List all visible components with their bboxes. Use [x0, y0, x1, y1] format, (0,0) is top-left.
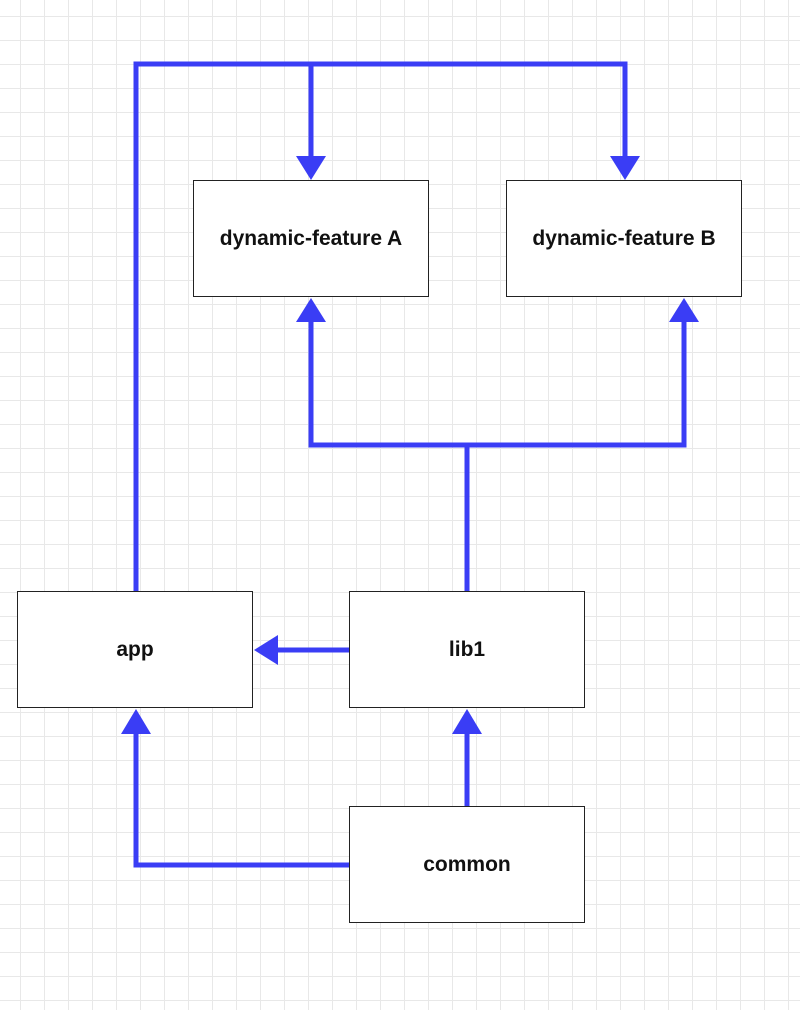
edge-app-to-dyn — [133, 61, 628, 591]
arrow-head-app-right — [254, 635, 278, 665]
arrow-head-dyn-b-bottom — [669, 298, 699, 322]
arrow-head-dyn-a-bottom — [296, 298, 326, 322]
node-label: common — [423, 852, 511, 876]
node-label: app — [116, 637, 154, 661]
arrow-head-lib1-bottom — [452, 709, 482, 734]
edge-common-to-app — [133, 732, 349, 868]
node-dynamic-feature-a: dynamic-feature A — [193, 180, 429, 297]
node-lib1: lib1 — [349, 591, 585, 708]
node-dynamic-feature-b: dynamic-feature B — [506, 180, 742, 297]
arrow-head-app-bottom — [121, 709, 151, 734]
edge-lib1-to-dyn-split — [308, 320, 687, 448]
node-label: lib1 — [448, 637, 486, 661]
node-app: app — [17, 591, 253, 708]
node-label: dynamic-feature A — [219, 226, 403, 250]
arrow-head-dyn-b-top — [610, 156, 640, 180]
node-common: common — [349, 806, 585, 923]
node-label: dynamic-feature B — [532, 226, 716, 250]
arrow-head-dyn-a-top — [296, 156, 326, 180]
